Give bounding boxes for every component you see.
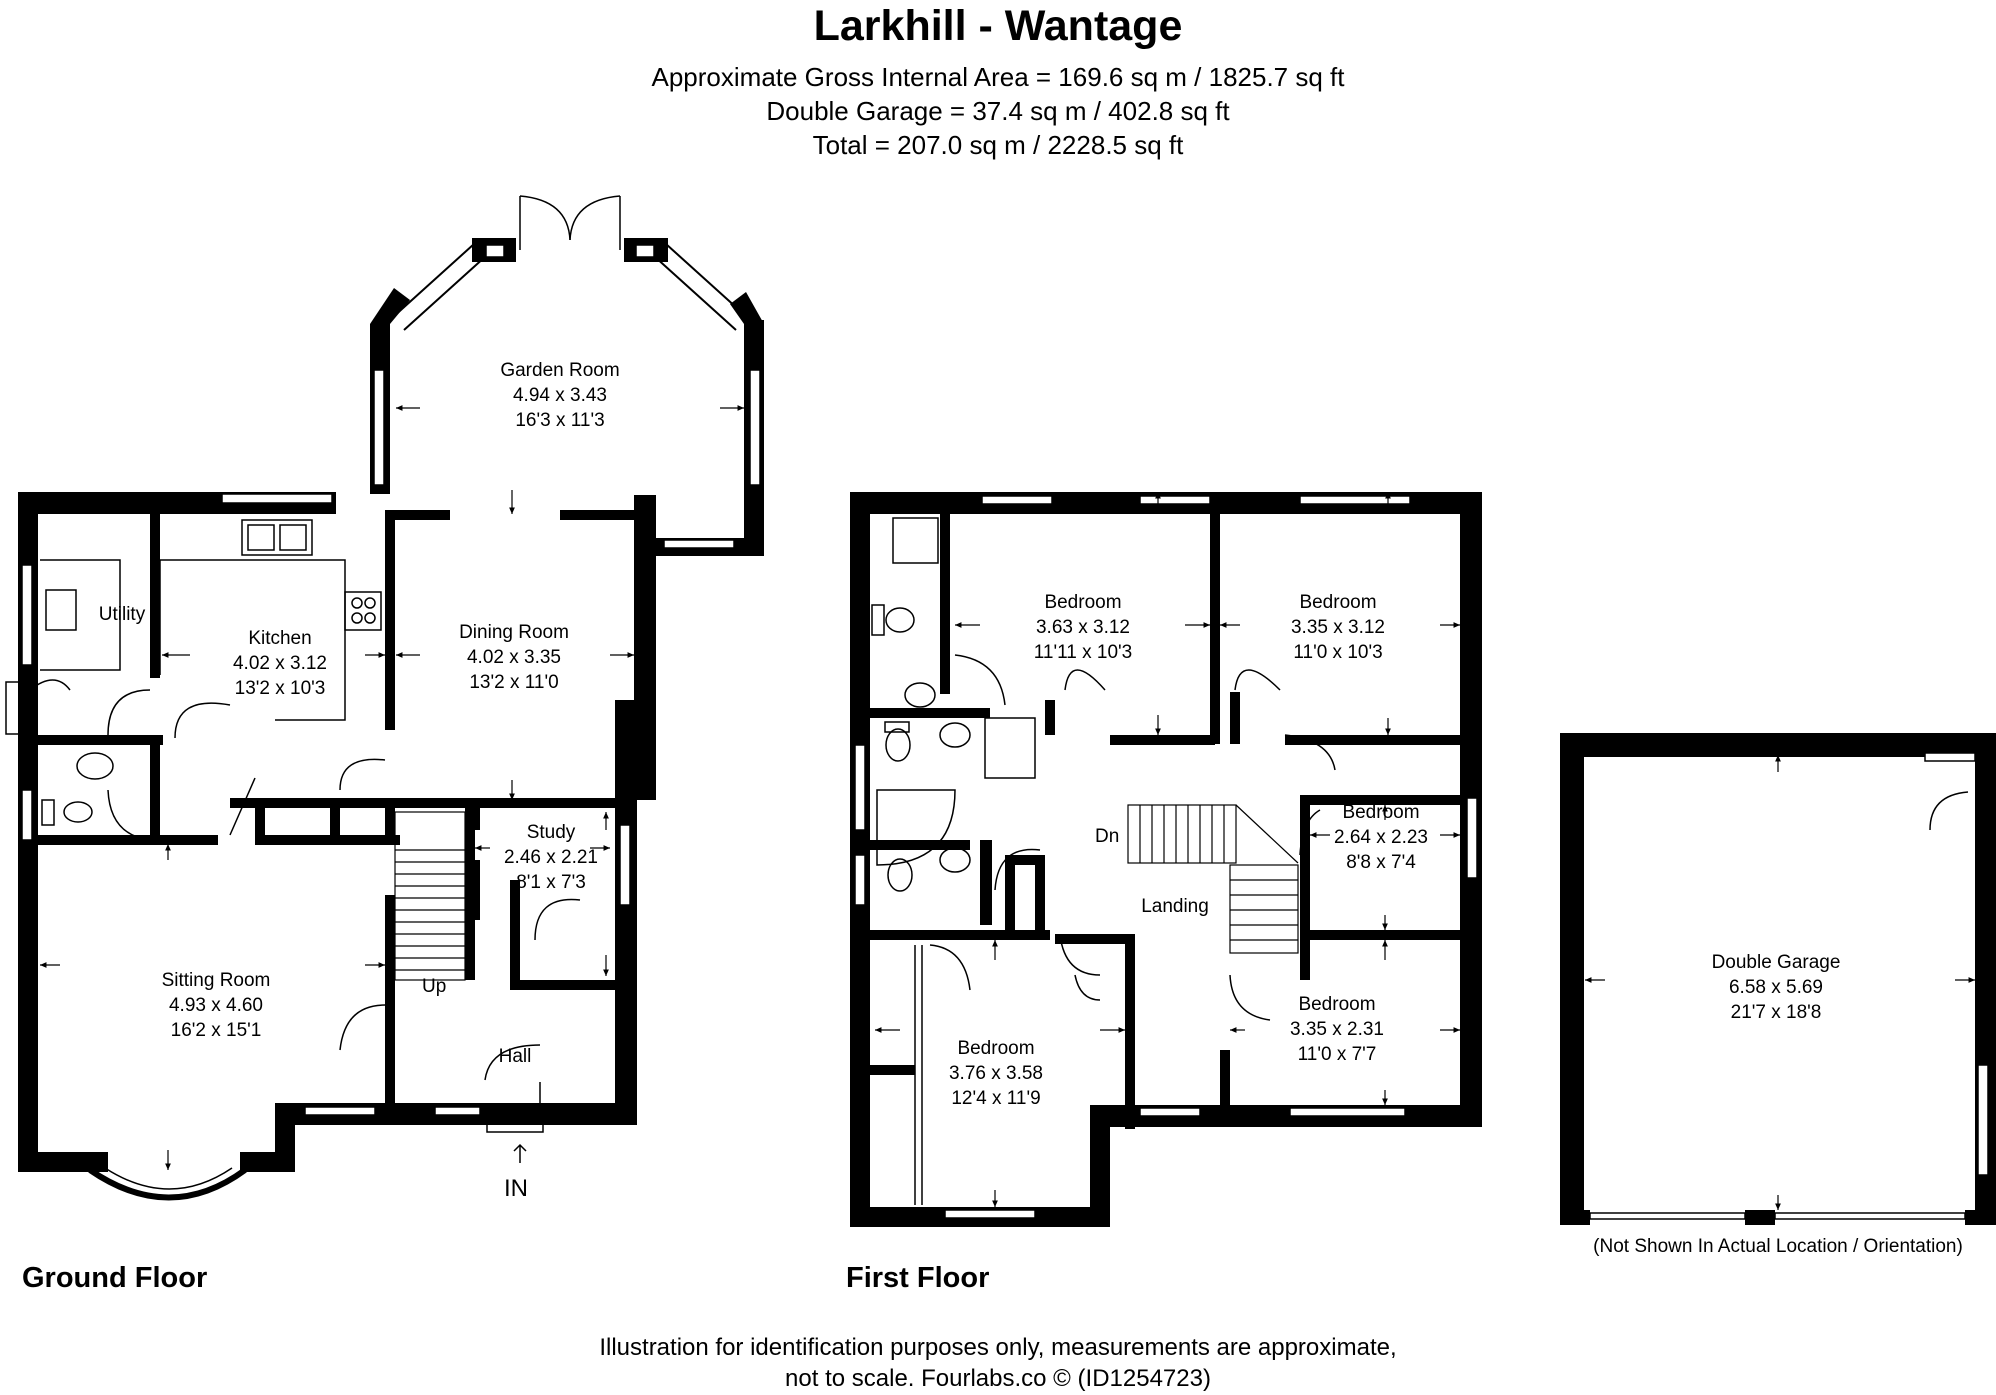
plan-title: Larkhill - Wantage [813,2,1183,50]
first-floor-doors [929,654,1336,1021]
sitting-room-bay-window [88,1167,247,1201]
study-name: Study [526,822,576,843]
sitting-room-metric: 4.93 x 4.60 [168,995,264,1016]
dining-room-label: Dining Room 4.02 x 3.35 13'2 x 11'0 [459,620,569,695]
hall-label: Hall [499,1044,532,1069]
first-floor-label: First Floor [846,1262,990,1294]
utility-label: Utility [99,602,145,627]
sitting-room-name: Sitting Room [161,970,271,991]
garage-metric: 6.58 x 5.69 [1728,977,1824,998]
bedroom-5-imperial: 12'4 x 11'9 [951,1088,1041,1109]
bedroom-2-metric: 3.35 x 3.12 [1290,617,1386,638]
garage-side-door [1929,791,1969,831]
landing-name: Landing [1141,896,1209,917]
study-metric: 2.46 x 2.21 [503,847,599,868]
bedroom-5-name: Bedroom [957,1038,1035,1059]
first-floor-windows [854,495,1478,1219]
first-floor-fittings [871,517,1036,1205]
bedroom-1-name: Bedroom [1044,592,1122,613]
garden-room-french-doors [519,195,621,250]
kitchen-metric: 4.02 x 3.12 [232,653,328,674]
ground-floor-plan [18,238,764,1172]
kitchen-label: Kitchen 4.02 x 3.12 13'2 x 10'3 [233,626,327,701]
entrance-label: IN [504,1175,528,1202]
bedroom-3-name: Bedroom [1342,802,1420,823]
stairs-up-label: Up [422,976,447,997]
bedroom-4-imperial: 11'0 x 7'7 [1297,1044,1377,1065]
kitchen-name: Kitchen [248,628,312,649]
bedroom-3-label: Bedroom 2.64 x 2.23 8'8 x 7'4 [1334,800,1428,875]
landing-label: Landing [1141,894,1209,919]
dining-room-name: Dining Room [459,622,569,643]
ground-floor-doors [5,679,581,1133]
first-dimension-arrows [875,492,1460,1207]
garage-area-text: Double Garage = 37.4 sq m / 402.8 sq ft [766,96,1230,126]
bedroom-1-imperial: 11'11 x 10'3 [1033,642,1133,663]
garage-doors-windows [1589,752,1989,1220]
ground-floor-label: Ground Floor [22,1262,208,1294]
sitting-room-label: Sitting Room 4.93 x 4.60 16'2 x 15'1 [162,968,271,1043]
bedroom-3-imperial: 8'8 x 7'4 [1346,852,1416,873]
bedroom-1-label: Bedroom 3.63 x 3.12 11'11 x 10'3 [1034,590,1132,665]
disclaimer-line-2: not to scale. Fourlabs.co © (ID1254723) [785,1365,1211,1392]
study-imperial: 8'1 x 7'3 [516,872,586,893]
bedroom-4-label: Bedroom 3.35 x 2.31 11'0 x 7'7 [1290,992,1384,1067]
gross-area-text: Approximate Gross Internal Area = 169.6 … [651,62,1345,92]
dining-room-imperial: 13'2 x 11'0 [469,672,559,693]
garden-room-label: Garden Room 4.94 x 3.43 16'3 x 11'3 [500,358,619,433]
garage-name: Double Garage [1711,952,1841,973]
sitting-room-imperial: 16'2 x 15'1 [170,1020,262,1041]
bedroom-3-metric: 2.64 x 2.23 [1333,827,1429,848]
bedroom-5-metric: 3.76 x 3.58 [948,1063,1044,1084]
kitchen-imperial: 13'2 x 10'3 [234,678,326,699]
entrance-arrow-icon [513,1143,527,1163]
hall-name: Hall [498,1046,532,1067]
garage-dimension-arrows [1585,755,1975,1210]
study-label: Study 2.46 x 2.21 8'1 x 7'3 [504,820,598,895]
disclaimer-line-1: Illustration for identification purposes… [599,1334,1397,1361]
ground-wc-fittings [41,752,114,826]
total-area-text: Total = 207.0 sq m / 2228.5 sq ft [812,130,1184,160]
ground-dimension-arrows [40,405,744,1170]
garden-room-name: Garden Room [500,360,620,381]
bedroom-4-metric: 3.35 x 2.31 [1289,1019,1385,1040]
bedroom-2-name: Bedroom [1299,592,1377,613]
disclaimer: Illustration for identification purposes… [0,1332,1996,1394]
bedroom-5-label: Bedroom 3.76 x 3.58 12'4 x 11'9 [949,1036,1043,1111]
bedroom-2-label: Bedroom 3.35 x 3.12 11'0 x 10'3 [1291,590,1385,665]
ground-floor-stairs [394,811,466,981]
garden-room-imperial: 16'3 x 11'3 [515,410,605,431]
dining-room-metric: 4.02 x 3.35 [466,647,562,668]
garage-orientation-note: (Not Shown In Actual Location / Orientat… [1593,1236,1963,1257]
ground-floor-windows [21,244,761,1116]
garage-imperial: 21'7 x 18'8 [1730,1002,1822,1023]
utility-name: Utility [98,604,146,625]
garden-room-metric: 4.94 x 3.43 [512,385,608,406]
first-floor-stairs [1127,804,1299,954]
garden-room-angled-windows [391,243,749,331]
bedroom-2-imperial: 11'0 x 10'3 [1293,642,1383,663]
bedroom-1-metric: 3.63 x 3.12 [1035,617,1131,638]
garage-label: Double Garage 6.58 x 5.69 21'7 x 18'8 [1712,950,1841,1025]
stairs-down-label: Dn [1095,826,1120,847]
kitchen-fittings [40,519,382,721]
bedroom-4-name: Bedroom [1298,994,1376,1015]
